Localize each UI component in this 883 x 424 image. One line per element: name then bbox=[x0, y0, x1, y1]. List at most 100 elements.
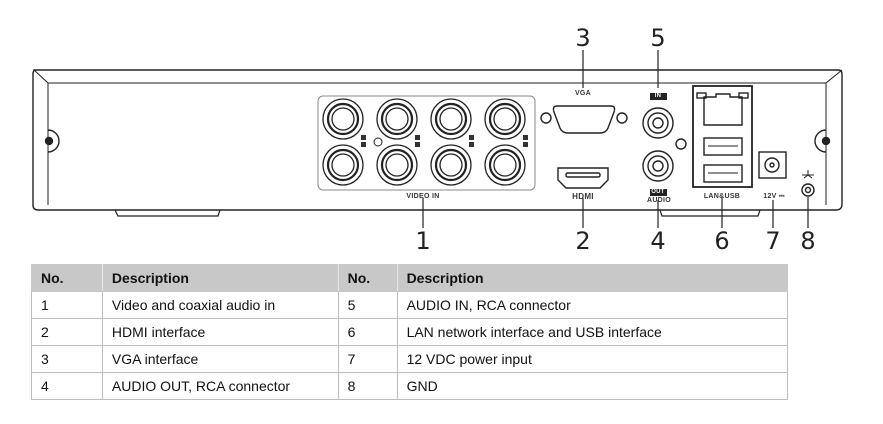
ground-icon bbox=[802, 170, 814, 179]
bnc-connector bbox=[439, 107, 463, 131]
foot-right bbox=[659, 209, 761, 217]
bnc-panel bbox=[317, 95, 536, 191]
table-row: 2 HDMI interface 6 LAN network interface… bbox=[31, 318, 789, 346]
bnc-connector bbox=[430, 144, 472, 186]
hdmi-label: HDMI bbox=[572, 192, 594, 201]
callout-6: 6 bbox=[714, 227, 730, 255]
bnc-channel-tag-8 bbox=[523, 142, 528, 147]
usb-port-1 bbox=[703, 137, 743, 156]
lan-usb-block bbox=[692, 85, 753, 188]
bnc-channel-tag-3 bbox=[415, 135, 420, 140]
chassis-outline bbox=[32, 69, 843, 211]
header-description-2: Description bbox=[396, 264, 789, 292]
bnc-connector bbox=[493, 107, 517, 131]
bnc-panel-screw bbox=[373, 137, 383, 147]
bnc-connector bbox=[385, 153, 409, 177]
callout-7: 7 bbox=[765, 227, 781, 255]
video-in-label: VIDEO IN bbox=[406, 193, 440, 200]
bnc-channel-tag-5 bbox=[469, 135, 474, 140]
usb-port-2 bbox=[703, 164, 743, 183]
table-row: 1 Video and coaxial audio in 5 AUDIO IN,… bbox=[31, 291, 789, 319]
cell-description: HDMI interface bbox=[101, 318, 339, 346]
header-description-1: Description bbox=[101, 264, 339, 292]
bnc-connector bbox=[331, 153, 355, 177]
bnc-connector bbox=[430, 98, 472, 140]
bnc-channel-tag-4 bbox=[415, 142, 420, 147]
bnc-connector bbox=[439, 153, 463, 177]
callout-4: 4 bbox=[650, 227, 666, 255]
foot-left bbox=[114, 209, 221, 217]
bnc-connector bbox=[376, 144, 418, 186]
cell-description: AUDIO IN, RCA connector bbox=[396, 291, 789, 319]
cell-no: 1 bbox=[31, 291, 103, 319]
bnc-connector bbox=[380, 102, 414, 136]
bnc-connector bbox=[484, 98, 526, 140]
port-description-table: No. Description No. Description 1 Video … bbox=[31, 264, 789, 400]
cell-no: 4 bbox=[31, 372, 103, 400]
cell-no: 8 bbox=[337, 372, 398, 400]
audio-in-tag-bg bbox=[650, 93, 667, 100]
lan-usb-label: LAN&USB bbox=[703, 193, 741, 200]
rear-panel-diagram: VIDEO IN VGA HDMI IN OUT AUDIO LAN&USB 1… bbox=[32, 24, 843, 255]
callout-5: 5 bbox=[650, 24, 666, 52]
power-jack bbox=[758, 151, 787, 179]
power-label: 12V ⎓ bbox=[763, 193, 785, 200]
vga-screw-left bbox=[540, 112, 552, 124]
bnc-channel-tag-7 bbox=[523, 135, 528, 140]
bnc-connector bbox=[385, 107, 409, 131]
callout-1: 1 bbox=[415, 227, 431, 255]
vga-port bbox=[552, 105, 616, 134]
bnc-connector bbox=[434, 148, 468, 182]
cell-description: AUDIO OUT, RCA connector bbox=[101, 372, 339, 400]
bnc-connector bbox=[322, 98, 364, 140]
table-row: 3 VGA interface 7 12 VDC power input bbox=[31, 345, 789, 373]
callout-2: 2 bbox=[575, 227, 591, 255]
bnc-connector bbox=[488, 148, 522, 182]
vga-label: VGA bbox=[574, 90, 592, 97]
callout-8: 8 bbox=[800, 227, 816, 255]
bnc-connector bbox=[326, 102, 360, 136]
audio-out-tag-bg bbox=[650, 189, 667, 196]
bnc-channel-tag-2 bbox=[361, 142, 366, 147]
bnc-connector bbox=[326, 148, 360, 182]
bnc-connector bbox=[493, 153, 517, 177]
callout-3: 3 bbox=[575, 24, 591, 52]
chassis-inner bbox=[33, 69, 843, 205]
rear-panel-drawing bbox=[32, 50, 843, 228]
audio-out-tag: OUT bbox=[651, 189, 665, 195]
audio-in-rca bbox=[642, 107, 674, 139]
cell-description: GND bbox=[396, 372, 789, 400]
screw-notch-right bbox=[814, 129, 827, 153]
bnc-connector bbox=[380, 148, 414, 182]
header-no-1: No. bbox=[31, 264, 103, 292]
screw-right bbox=[821, 136, 831, 146]
audio-in-tag: IN bbox=[654, 93, 662, 99]
bnc-connector bbox=[484, 144, 526, 186]
cell-description: 12 VDC power input bbox=[396, 345, 789, 373]
bnc-connector bbox=[488, 102, 522, 136]
bnc-channel-tag-6 bbox=[469, 142, 474, 147]
cell-description: LAN network interface and USB interface bbox=[396, 318, 789, 346]
screw-left bbox=[44, 136, 54, 146]
hdmi-pins bbox=[565, 172, 601, 178]
cell-no: 3 bbox=[31, 345, 103, 373]
audio-out-rca bbox=[642, 150, 674, 182]
audio-label: AUDIO bbox=[646, 197, 672, 204]
gnd-terminal bbox=[801, 183, 815, 197]
lan-port bbox=[703, 93, 743, 126]
bnc-channel-tag-1 bbox=[361, 135, 366, 140]
bnc-connector bbox=[434, 102, 468, 136]
cell-no: 7 bbox=[337, 345, 398, 373]
table-row: 4 AUDIO OUT, RCA connector 8 GND bbox=[31, 372, 789, 400]
bnc-connector bbox=[322, 144, 364, 186]
cell-no: 6 bbox=[337, 318, 398, 346]
cell-description: VGA interface bbox=[101, 345, 339, 373]
bnc-connector bbox=[331, 107, 355, 131]
bnc-connector bbox=[376, 98, 418, 140]
table-header-row: No. Description No. Description bbox=[31, 264, 789, 292]
header-no-2: No. bbox=[337, 264, 398, 292]
vga-screw-right bbox=[616, 112, 628, 124]
cell-no: 5 bbox=[337, 291, 398, 319]
screw-notch-left bbox=[47, 129, 60, 153]
cell-description: Video and coaxial audio in bbox=[101, 291, 339, 319]
